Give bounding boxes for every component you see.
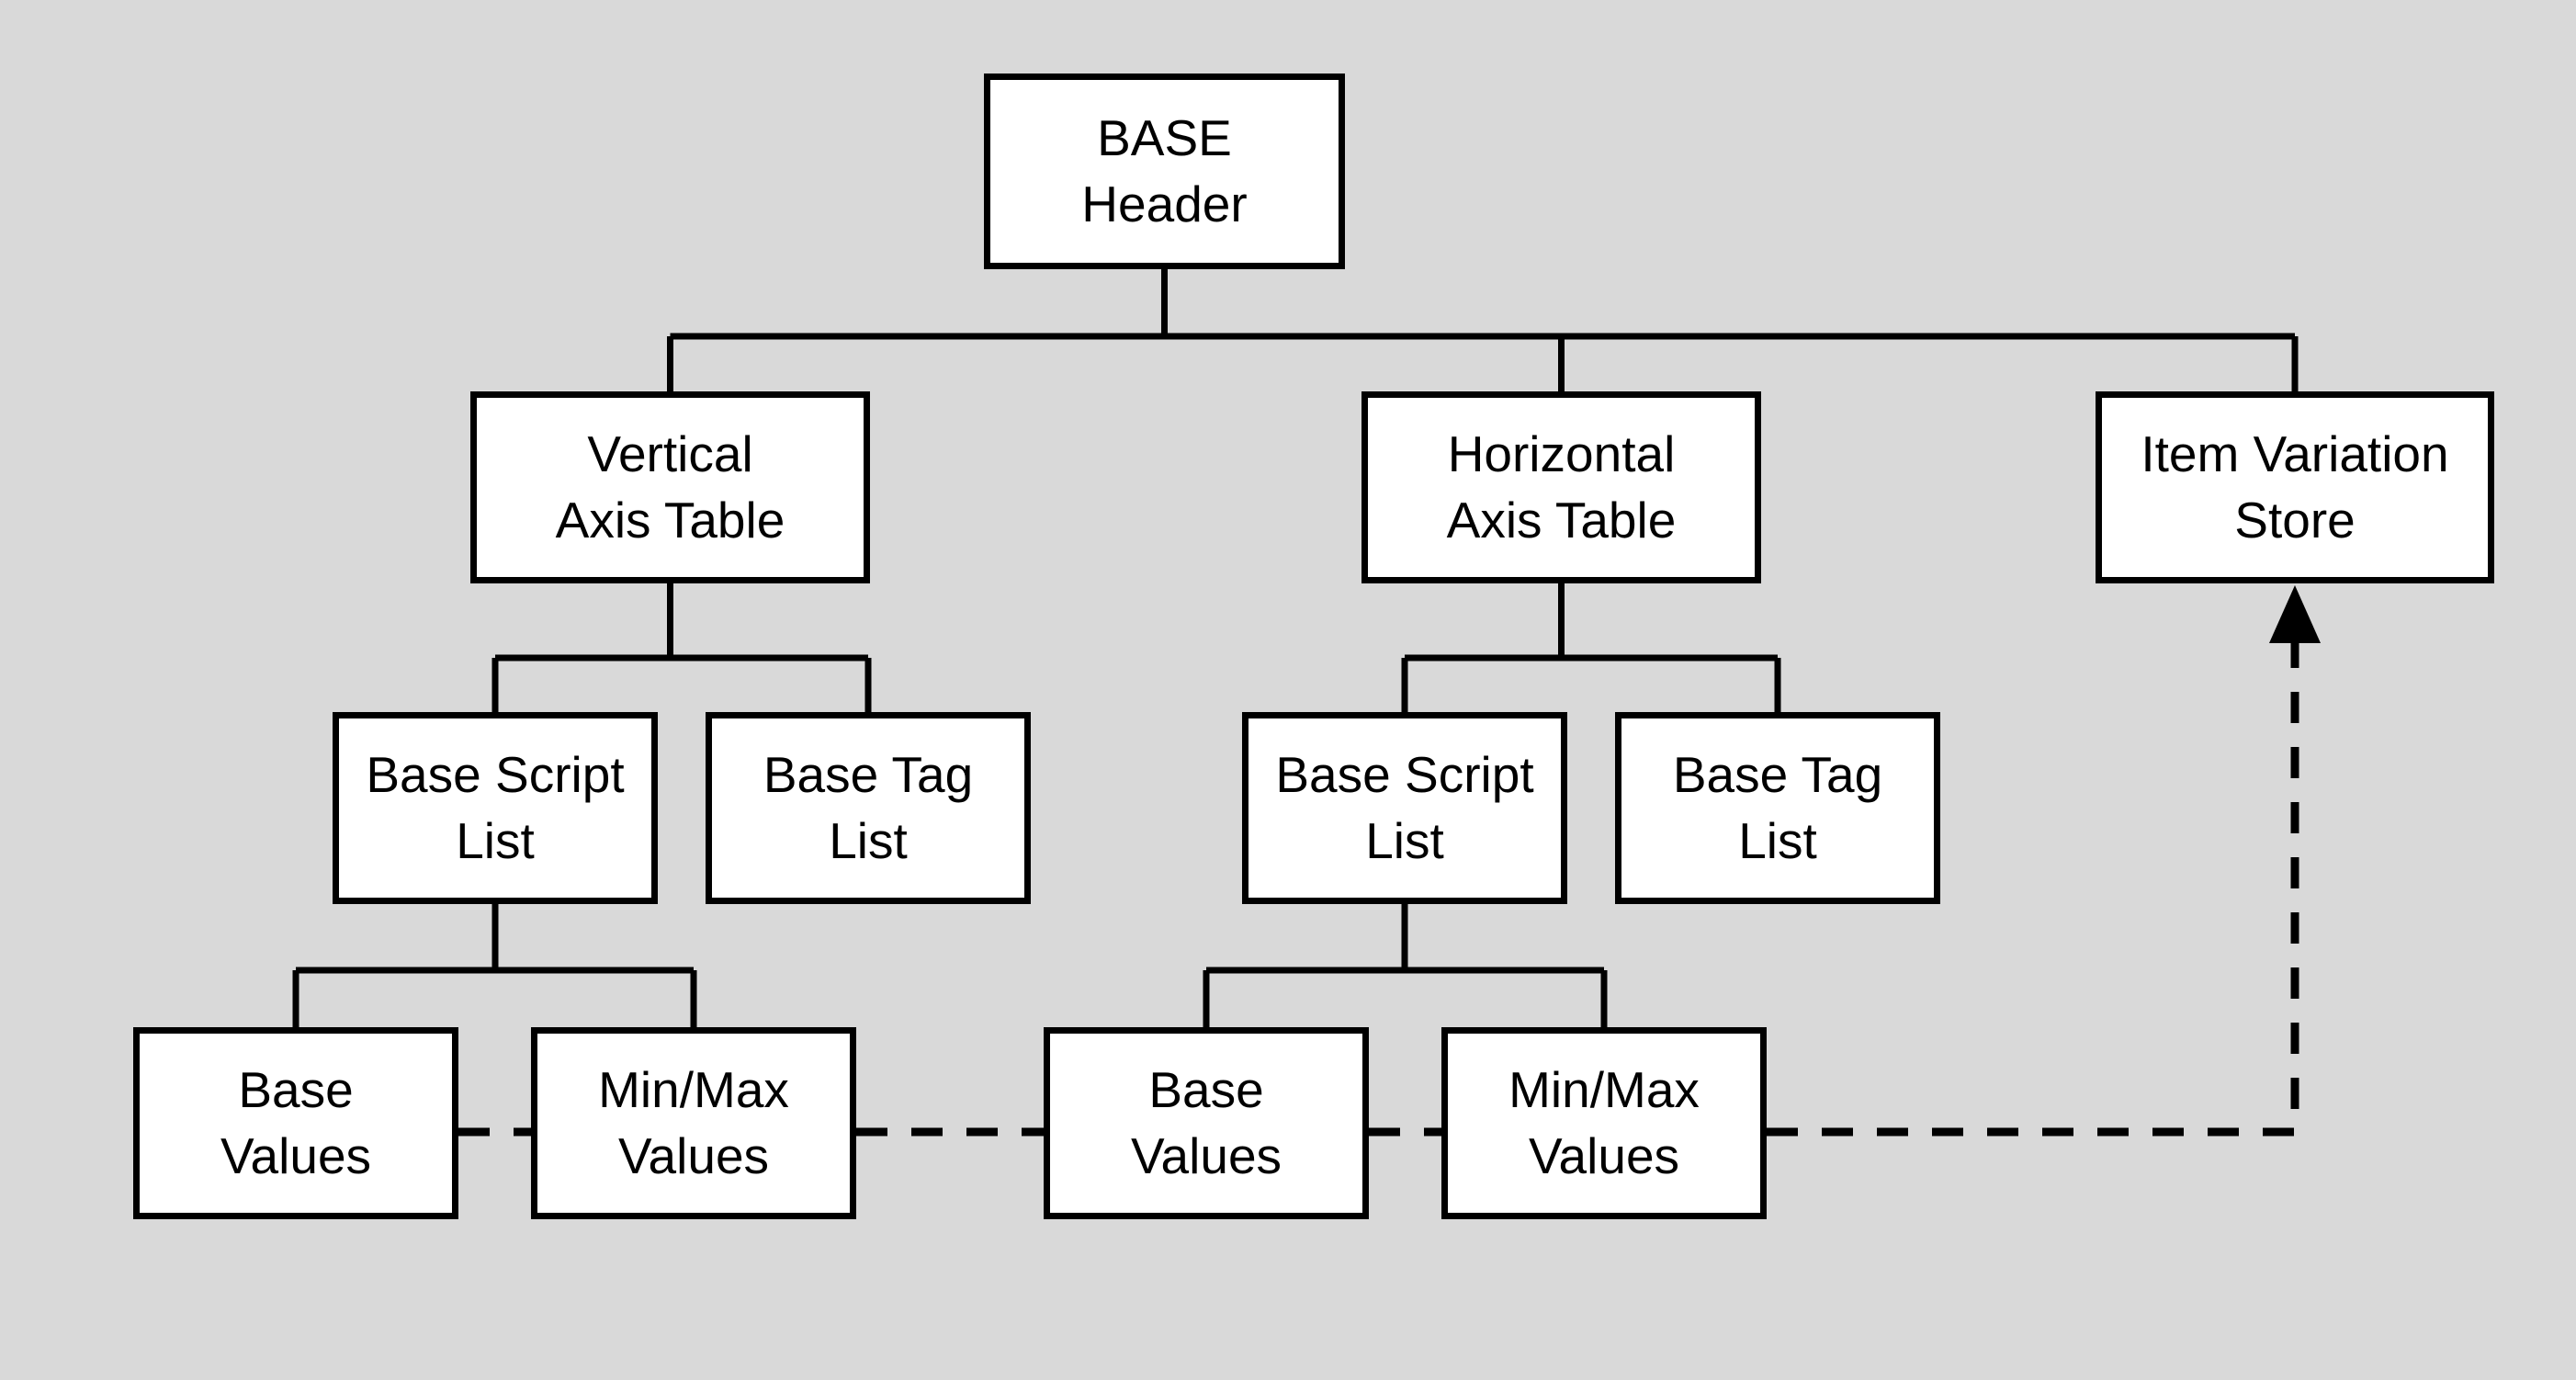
- base-header-line-1: BASE: [1097, 109, 1232, 166]
- vertical-base-tag-list-line-2: List: [829, 811, 908, 869]
- base-header-line-2: Header: [1081, 175, 1248, 232]
- horizontal-axis-table-line-2: Axis Table: [1446, 491, 1677, 549]
- vertical-base-script-list-box[interactable]: Base Script List: [333, 712, 658, 904]
- horizontal-base-values-line-1: Base: [1148, 1061, 1264, 1118]
- vertical-axis-table-box[interactable]: Vertical Axis Table: [470, 391, 870, 583]
- vertical-min-max-values-line-1: Min/Max: [598, 1061, 789, 1118]
- horizontal-min-max-values-line-1: Min/Max: [1508, 1061, 1700, 1118]
- item-variation-store-line-2: Store: [2234, 491, 2356, 549]
- vertical-base-tag-list-box[interactable]: Base Tag List: [706, 712, 1031, 904]
- vertical-base-values-box[interactable]: Base Values: [133, 1027, 458, 1219]
- horizontal-base-script-list-box[interactable]: Base Script List: [1242, 712, 1567, 904]
- horizontal-min-max-values-line-2: Values: [1528, 1126, 1680, 1184]
- connector-horizontal-script-list-to-values: [1203, 904, 1608, 1027]
- vertical-base-values-line-1: Base: [238, 1061, 354, 1118]
- arrowhead-up-icon: [2269, 585, 2321, 643]
- horizontal-base-values-line-2: Values: [1130, 1126, 1282, 1184]
- vertical-min-max-values-line-2: Values: [617, 1126, 770, 1184]
- vertical-min-max-values-box[interactable]: Min/Max Values: [531, 1027, 856, 1219]
- connector-base-header-to-axis-tables: [667, 269, 2299, 391]
- horizontal-axis-table-line-1: Horizontal: [1447, 425, 1676, 482]
- horizontal-min-max-values-box[interactable]: Min/Max Values: [1441, 1027, 1767, 1219]
- vertical-axis-table-line-1: Vertical: [587, 425, 753, 482]
- item-variation-store-line-1: Item Variation: [2141, 425, 2449, 482]
- vertical-axis-table-line-2: Axis Table: [555, 491, 785, 549]
- horizontal-axis-table-box[interactable]: Horizontal Axis Table: [1361, 391, 1761, 583]
- horizontal-base-values-box[interactable]: Base Values: [1044, 1027, 1369, 1219]
- connector-horizontal-axis-table-to-lists: [1401, 583, 1781, 712]
- connector-vertical-script-list-to-values: [292, 904, 697, 1027]
- item-variation-store-box[interactable]: Item Variation Store: [2096, 391, 2494, 583]
- vertical-base-script-list-line-2: List: [456, 811, 535, 869]
- vertical-base-tag-list-line-1: Base Tag: [763, 746, 974, 803]
- horizontal-base-tag-list-line-2: List: [1738, 811, 1817, 869]
- horizontal-base-script-list-line-2: List: [1365, 811, 1444, 869]
- horizontal-base-tag-list-box[interactable]: Base Tag List: [1615, 712, 1940, 904]
- vertical-base-values-line-2: Values: [220, 1126, 372, 1184]
- base-header-box[interactable]: BASE Header: [984, 74, 1345, 269]
- horizontal-base-tag-list-line-1: Base Tag: [1672, 746, 1883, 803]
- horizontal-base-script-list-line-1: Base Script: [1275, 746, 1534, 803]
- connector-vertical-axis-table-to-lists: [491, 583, 872, 712]
- vertical-base-script-list-line-1: Base Script: [366, 746, 625, 803]
